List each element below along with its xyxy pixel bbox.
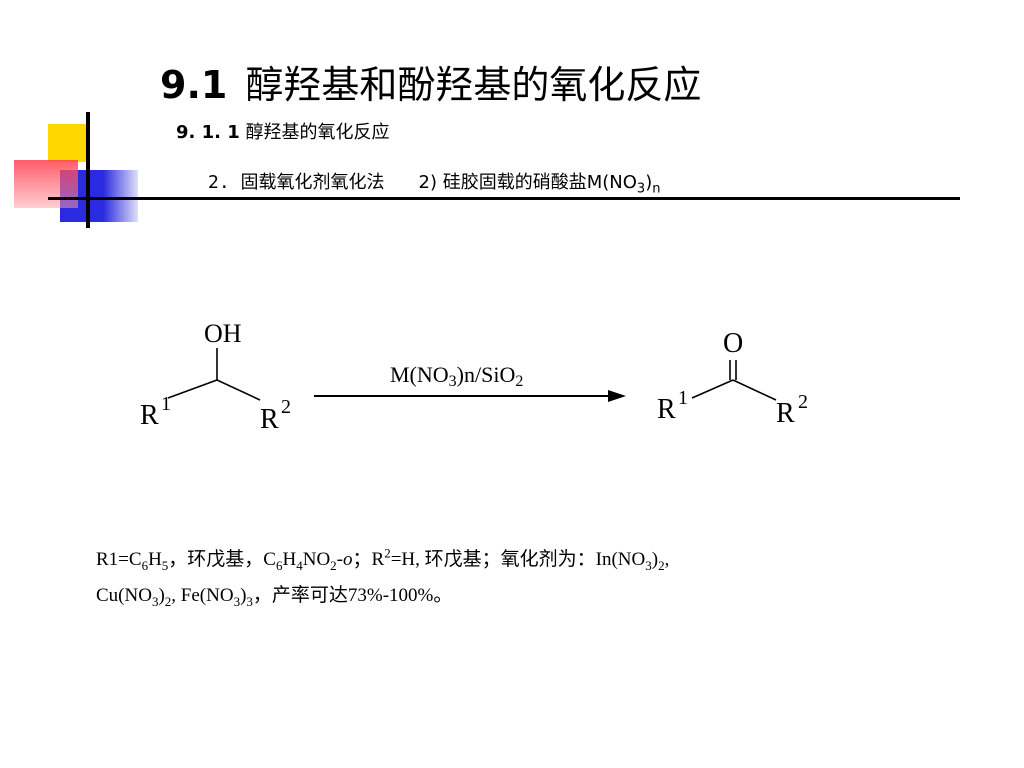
method-detail-close: ) — [645, 172, 653, 193]
n1d: H — [282, 549, 297, 570]
reaction-notes: R1=C6H5，环戊基，C6H4NO2-o；R2=H, 环戊基；氧化剂为：In(… — [96, 542, 956, 614]
reaction-scheme: OH R 1 R 2 M(NO3)n/SiO2 O R 1 R 2 — [140, 319, 808, 435]
reactant-structure: OH R 1 R 2 — [140, 319, 291, 435]
method-item: 2. 固载氧化剂氧化法 — [208, 172, 385, 193]
decor-yellow-square — [48, 124, 86, 162]
n2d: ) — [240, 585, 247, 606]
n1j: , — [664, 549, 670, 570]
method-detail: 2) 硅胶固载的硝酸盐M(NO3)n — [418, 172, 661, 197]
n2s3: 3 — [151, 593, 159, 609]
bond-c-r2 — [216, 379, 261, 401]
n1b: H — [148, 549, 162, 570]
n2s3c: 3 — [246, 593, 253, 609]
product-r2-sup: 2 — [798, 391, 808, 413]
n2a: Cu(NO — [96, 585, 152, 606]
n1s3: 3 — [645, 557, 652, 573]
n1s4: 4 — [296, 557, 303, 573]
title-text: 醇羟基和酚羟基的氧化反应 — [245, 63, 702, 107]
n1s2: 2 — [330, 557, 337, 573]
decor-red-square — [14, 160, 78, 208]
n1s2b: 2 — [658, 557, 665, 573]
n1s6b: 6 — [275, 557, 283, 573]
n1e: NO — [302, 549, 331, 570]
reagent-part-b: )n/SiO — [457, 362, 516, 387]
method-detail-subn: n — [652, 181, 661, 197]
n1g: ；R — [352, 549, 385, 570]
section-number: 9. 1. 1 — [176, 122, 240, 143]
decor-horizontal-line — [48, 197, 960, 200]
method-line: 2. 固载氧化剂氧化法 2) 硅胶固载的硝酸盐M(NO3)n — [208, 168, 660, 197]
n1s5: 5 — [161, 557, 169, 573]
notes-line-2: Cu(NO3)2, Fe(NO3)3，产率可达73%-100%。 — [96, 578, 956, 614]
n1s6: 6 — [141, 557, 149, 573]
n1i: ) — [651, 549, 659, 570]
decor-vertical-line — [86, 112, 90, 228]
method-detail-prefix: 2) 硅胶固载的硝酸盐M(NO — [418, 172, 637, 193]
reagent-part-a: M(NO — [390, 362, 449, 387]
product-r1-label: R — [657, 394, 676, 425]
n1sup2: 2 — [384, 545, 391, 561]
reactant-r2-sup: 2 — [281, 396, 291, 418]
product-o-label: O — [723, 328, 743, 359]
bond-r1-c — [167, 379, 218, 399]
product-structure: O R 1 R 2 — [657, 328, 808, 429]
n2b: ) — [158, 585, 165, 606]
product-r1-sup: 1 — [678, 387, 688, 409]
n2s2: 2 — [164, 593, 172, 609]
section-heading: 9. 1. 1 醇羟基的氧化反应 — [176, 118, 390, 144]
reactant-oh-label: OH — [204, 319, 242, 348]
method-detail-sub3: 3 — [636, 181, 646, 197]
bond-carbonyl-r2 — [732, 379, 777, 401]
reaction-arrow: M(NO3)n/SiO2 — [314, 362, 626, 402]
n2s3b: 3 — [233, 593, 241, 609]
n1h: =H, 环戊基；氧化剂为：In(NO — [390, 549, 646, 570]
reactant-r1-label: R — [140, 400, 159, 431]
section-text: 醇羟基的氧化反应 — [245, 122, 390, 143]
reagent-sub2: 2 — [515, 373, 523, 390]
bond-r1-carbonyl — [691, 379, 734, 399]
reagent-sub3: 3 — [449, 373, 457, 390]
product-r2-label: R — [776, 398, 795, 429]
n1c: ，环戊基，C — [168, 549, 276, 570]
reagent-label: M(NO3)n/SiO2 — [390, 362, 523, 390]
reactant-r1-sup: 1 — [161, 393, 171, 415]
n2c: , Fe(NO — [171, 585, 234, 606]
n1f: - — [336, 549, 343, 570]
title-number: 9.1 — [160, 63, 228, 107]
n1a: R1=C — [96, 549, 142, 570]
notes-line-1: R1=C6H5，环戊基，C6H4NO2-o；R2=H, 环戊基；氧化剂为：In(… — [96, 542, 956, 578]
arrow-head — [608, 390, 626, 402]
slide-title: 9.1 醇羟基和酚羟基的氧化反应 — [160, 54, 701, 109]
reactant-r2-label: R — [260, 404, 279, 435]
n2e: ，产率可达73%-100%。 — [252, 585, 453, 606]
n1o: o — [343, 549, 353, 570]
